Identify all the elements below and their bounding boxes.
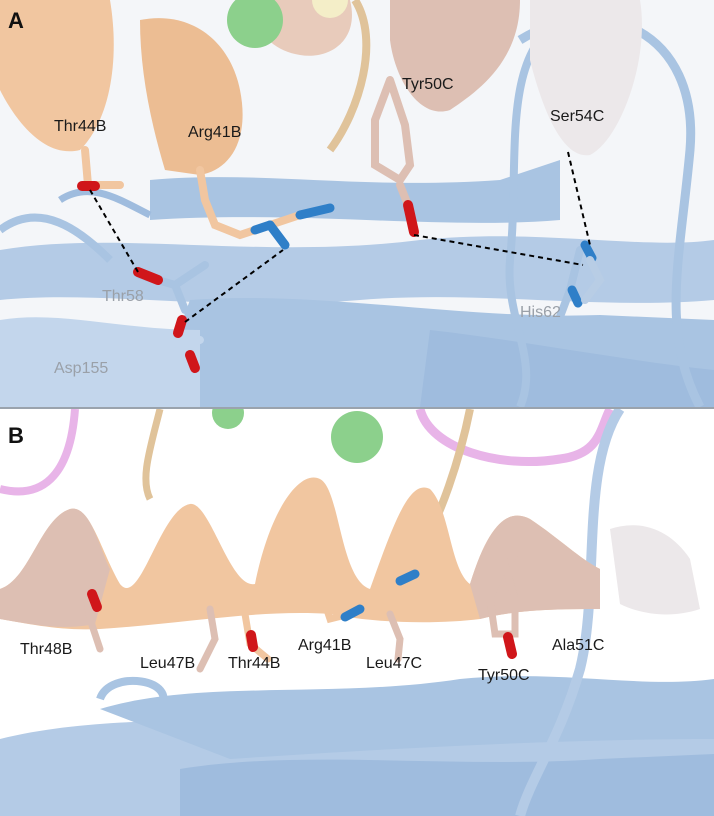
label-thr44b: Thr44B — [54, 118, 107, 135]
panel-b: B Thr48B Leu47B Thr44B Arg41B Leu47C Tyr… — [0, 409, 714, 816]
label-arg41b: Arg41B — [188, 124, 242, 141]
label-leu47c: Leu47C — [366, 655, 423, 672]
label-ser54c: Ser54C — [550, 108, 605, 125]
protein-structure-b — [0, 409, 714, 816]
panel-a-letter: A — [8, 8, 24, 33]
label-ala51c: Ala51C — [552, 637, 605, 654]
label-leu47b: Leu47B — [140, 655, 196, 672]
label-arg41b: Arg41B — [298, 637, 352, 654]
protein-structure-a — [0, 0, 714, 407]
label-thr58: Thr58 — [102, 288, 144, 305]
panel-a: A Thr44B Arg41B Tyr50C Ser54C Thr58 His6… — [0, 0, 714, 407]
label-tyr50c: Tyr50C — [402, 76, 454, 93]
label-thr48b: Thr48B — [20, 641, 73, 658]
label-tyr50c: Tyr50C — [478, 667, 530, 684]
label-thr44b: Thr44B — [228, 655, 281, 672]
panel-divider — [0, 407, 714, 409]
panel-b-letter: B — [8, 423, 24, 448]
label-his62: His62 — [520, 304, 561, 321]
label-asp155: Asp155 — [54, 360, 109, 377]
